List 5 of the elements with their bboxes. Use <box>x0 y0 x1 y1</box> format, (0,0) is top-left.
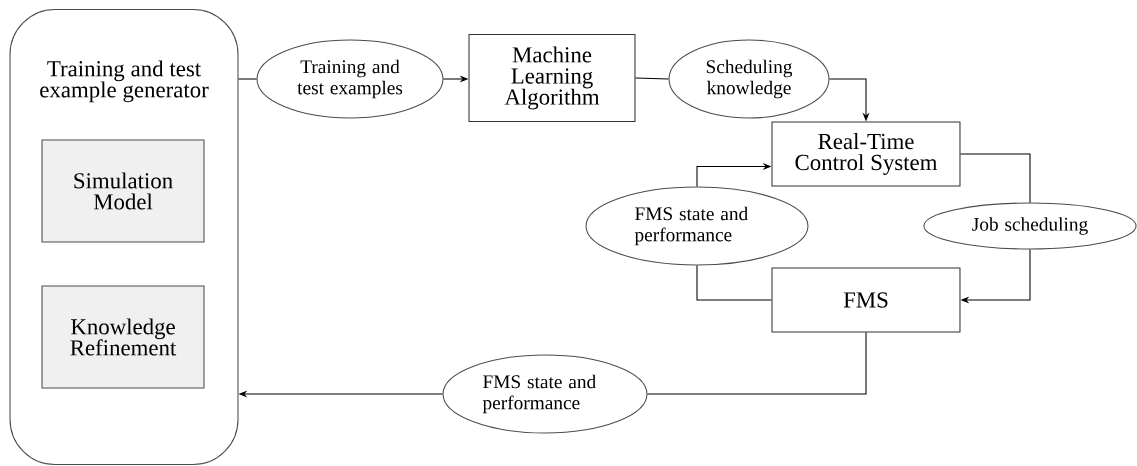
process-box: Simulation Model <box>41 139 205 243</box>
process-box: Machine Learning Algorithm <box>468 34 636 122</box>
process-box: Knowledge Refinement <box>41 285 205 389</box>
process-box: Real-Time Control System <box>771 121 961 187</box>
process-box: FMS <box>771 267 961 333</box>
